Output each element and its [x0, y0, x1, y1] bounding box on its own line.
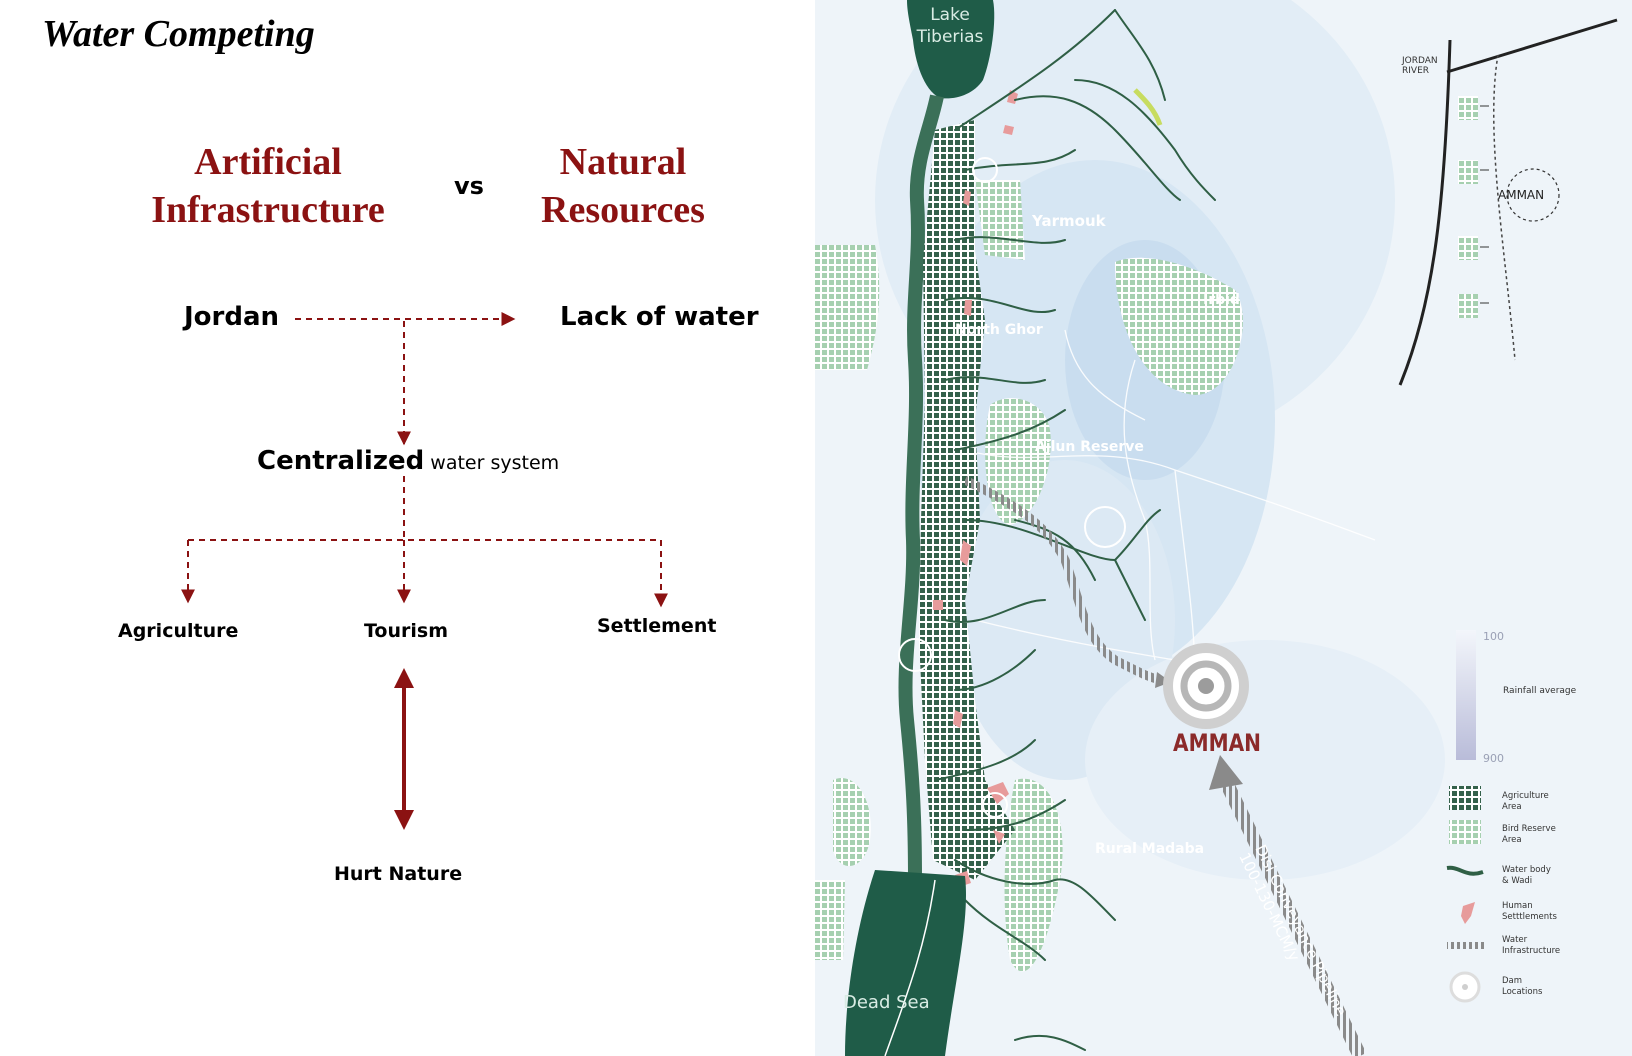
legend-agriculture-1: Agriculture — [1502, 791, 1549, 801]
node-tourism: Tourism — [364, 620, 449, 642]
legend-dam-2: Locations — [1502, 987, 1543, 997]
legend-settlement-1: Human — [1502, 901, 1533, 911]
amman-marker — [1163, 643, 1249, 729]
inset-schematic: JORDAN RIVER AMMAN — [1398, 18, 1618, 386]
heading-left-line2: Infrastructure — [151, 189, 385, 231]
heading-right-line2: Resources — [541, 189, 705, 231]
agriculture-strip — [919, 120, 1015, 880]
node-centralized-water-system: Centralized water system — [257, 446, 559, 476]
dam-markers — [898, 157, 1126, 818]
roads — [964, 329, 1376, 681]
canal-arrowhead — [1155, 672, 1171, 688]
wadis — [934, 9, 1216, 1051]
heading-artificial-infrastructure: Artificial Infrastructure — [150, 138, 386, 234]
legend-infrastructure-2: Infrastructure — [1502, 946, 1560, 956]
disi-pipeline — [1218, 776, 1367, 1056]
legend-agriculture-2: Area — [1502, 802, 1522, 812]
inset-label-amman: AMMAN — [1498, 188, 1544, 202]
jordan-water-map: Lake Tiberias Dead Sea Yarmouk Irbid Nor… — [815, 0, 1632, 1056]
legend-wadi-2: & Wadi — [1502, 876, 1532, 886]
legend-reserve-swatch — [1449, 820, 1481, 844]
inset-amman-circle — [1506, 168, 1560, 222]
label-lake-tiberias-1: Lake — [930, 5, 970, 25]
legend-infrastructure-swatch — [1447, 942, 1485, 949]
water-infrastructure-canal — [962, 475, 1162, 685]
green-accent — [1133, 88, 1163, 126]
node-centralized-main: Centralized — [257, 446, 425, 476]
heading-left-line1: Artificial — [194, 141, 342, 183]
heading-right-line1: Natural — [559, 141, 687, 183]
page-title: Water Competing — [42, 13, 315, 55]
node-lack-of-water: Lack of water — [560, 302, 759, 332]
inset-label-jordan: JORDAN — [1401, 56, 1438, 66]
legend-reserve-2: Area — [1502, 835, 1522, 845]
label-yarmouk: Yarmouk — [1031, 212, 1107, 230]
label-rural-madaba: Rural Madaba — [1095, 841, 1204, 857]
label-amman: AMMAN — [1173, 729, 1261, 757]
label-ajlun-reserve: Ajlun Reserve — [1035, 439, 1144, 455]
inset-jordan-river-line — [1398, 39, 1452, 386]
legend-rain-label: Rainfall average — [1503, 686, 1577, 696]
label-irbid: Irbid — [1203, 292, 1240, 308]
legend-infrastructure-1: Water — [1502, 935, 1528, 945]
legend-wadi-swatch — [1446, 865, 1484, 876]
label-north-ghor: North Ghor — [955, 322, 1043, 338]
legend: 100 900 Rainfall average Agriculture Are… — [1446, 630, 1577, 1003]
node-hurt-nature: Hurt Nature — [334, 863, 463, 885]
inset-label-river: RIVER — [1402, 66, 1429, 76]
legend-dam-1: Dam — [1502, 976, 1522, 986]
label-lake-tiberias-2: Tiberias — [916, 27, 984, 47]
legend-settlement-2: Setttlements — [1502, 912, 1557, 922]
vs-label: vs — [454, 172, 484, 200]
node-jordan: Jordan — [184, 302, 280, 332]
legend-wadi-1: Water body — [1502, 865, 1551, 875]
node-centralized-sub: water system — [424, 452, 560, 474]
double-arrow-tourism-hurt — [394, 668, 414, 830]
flow-arrows — [181, 312, 668, 830]
node-agriculture: Agriculture — [118, 620, 239, 642]
disi-arrowhead — [1209, 755, 1243, 790]
legend-rain-max: 900 — [1483, 752, 1504, 765]
node-settlement: Settlement — [597, 615, 717, 637]
jordan-river — [898, 94, 944, 881]
inset-dashed-boundary — [1493, 54, 1516, 361]
lake-tiberias — [907, 0, 995, 99]
dead-sea — [845, 870, 966, 1056]
legend-rainfall-gradient — [1456, 630, 1476, 760]
heading-natural-resources: Natural Resources — [540, 138, 706, 234]
label-dead-sea: Dead Sea — [843, 992, 930, 1013]
legend-agriculture-swatch — [1449, 786, 1481, 810]
legend-rain-min: 100 — [1483, 630, 1504, 643]
dead-sea-road — [884, 879, 936, 1056]
legend-settlement-swatch — [1461, 902, 1475, 924]
legend-reserve-1: Bird Reserve — [1502, 824, 1556, 834]
bird-reserve-areas — [815, 180, 1243, 972]
inset-top-line — [1446, 18, 1618, 74]
